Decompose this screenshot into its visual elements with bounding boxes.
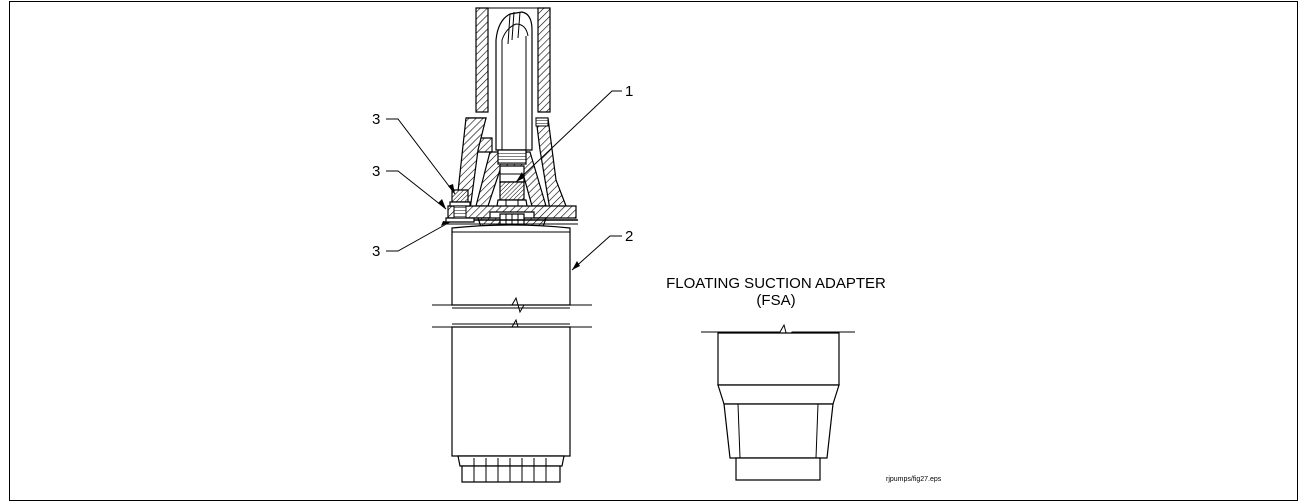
adapter-subtitle: (FSA) (756, 292, 795, 309)
callout-3-upper: 3 (372, 111, 380, 128)
callout-3-lower: 3 (372, 243, 380, 260)
figure-frame (9, 1, 1298, 501)
pump-motor-cylinder (432, 224, 592, 483)
adapter-title: FLOATING SUCTION ADAPTER (666, 275, 886, 292)
callout-2: 2 (625, 228, 633, 245)
discharge-pipe (475, 7, 551, 151)
hold-down-screw (445, 189, 475, 223)
leader-lines (386, 90, 622, 271)
callout-3-middle: 3 (372, 163, 380, 180)
floating-suction-adapter (701, 323, 855, 481)
pump-assembly (386, 7, 622, 483)
file-name-label: rjpumps/fig27.eps (886, 476, 942, 483)
callout-1: 1 (625, 83, 633, 100)
